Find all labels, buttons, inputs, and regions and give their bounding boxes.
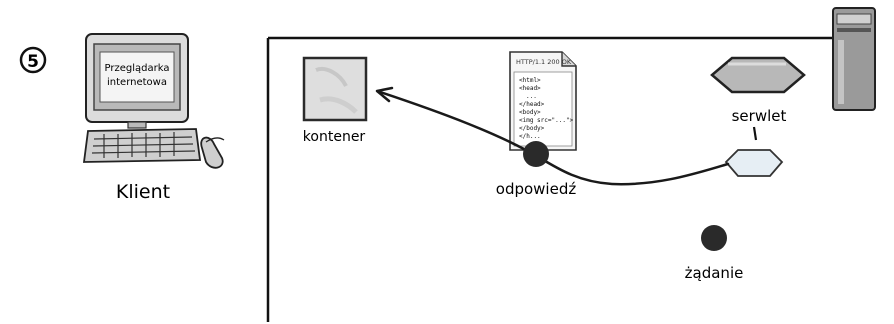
step-badge: 5 bbox=[19, 46, 47, 74]
doc-line: ... bbox=[526, 93, 537, 100]
doc-line: <img src="..."> bbox=[519, 117, 574, 124]
arrowhead-icon bbox=[375, 86, 394, 103]
response-flow-line bbox=[378, 90, 730, 186]
tower-highlight bbox=[838, 40, 844, 104]
servlet-hexagon bbox=[710, 56, 806, 94]
document-fold bbox=[561, 52, 576, 67]
tower-bay bbox=[836, 13, 872, 25]
mouse-icon bbox=[200, 136, 224, 169]
doc-line: </h... bbox=[519, 133, 541, 140]
server-border bbox=[266, 36, 838, 322]
request-hexagon bbox=[724, 149, 784, 177]
request-dot bbox=[701, 225, 727, 251]
doc-line: </head> bbox=[519, 101, 545, 108]
tower-slot bbox=[837, 28, 871, 32]
servlet-connector bbox=[752, 126, 758, 141]
doc-line: <html> bbox=[519, 77, 541, 84]
step-circle bbox=[19, 46, 47, 74]
doc-line: </body> bbox=[519, 125, 545, 132]
container-label: kontener bbox=[303, 129, 366, 145]
browser-label-line1: Przeglądarka bbox=[105, 63, 170, 74]
response-document-icon: HTTP/1.1 200 OK <html> <head> ... </head… bbox=[509, 51, 577, 151]
client-computer-icon: Przeglądarka internetowa Klient bbox=[82, 33, 225, 203]
doc-line: <head> bbox=[519, 85, 541, 92]
monitor-screen bbox=[99, 51, 175, 103]
svg-text:<html> <head> ...: <html> <head> ... </head> <body> <img sr… bbox=[519, 77, 577, 140]
request-label: żądanie bbox=[685, 264, 744, 282]
monitor-stand bbox=[127, 121, 147, 129]
response-label: odpowiedź bbox=[496, 180, 577, 198]
servlet-label: serwlet bbox=[732, 107, 787, 125]
client-caption: Klient bbox=[116, 181, 170, 203]
document-body-frame bbox=[513, 71, 573, 147]
step-number: 5 bbox=[27, 52, 39, 72]
doc-line: <body> bbox=[519, 109, 541, 116]
http-status-line: HTTP/1.1 200 OK bbox=[516, 58, 572, 66]
server-tower-icon bbox=[832, 7, 876, 111]
browser-label-line2: internetowa bbox=[107, 77, 167, 88]
servlet-icon: serwlet bbox=[710, 56, 806, 141]
container-icon: kontener bbox=[302, 56, 368, 145]
response-dot bbox=[523, 141, 549, 167]
